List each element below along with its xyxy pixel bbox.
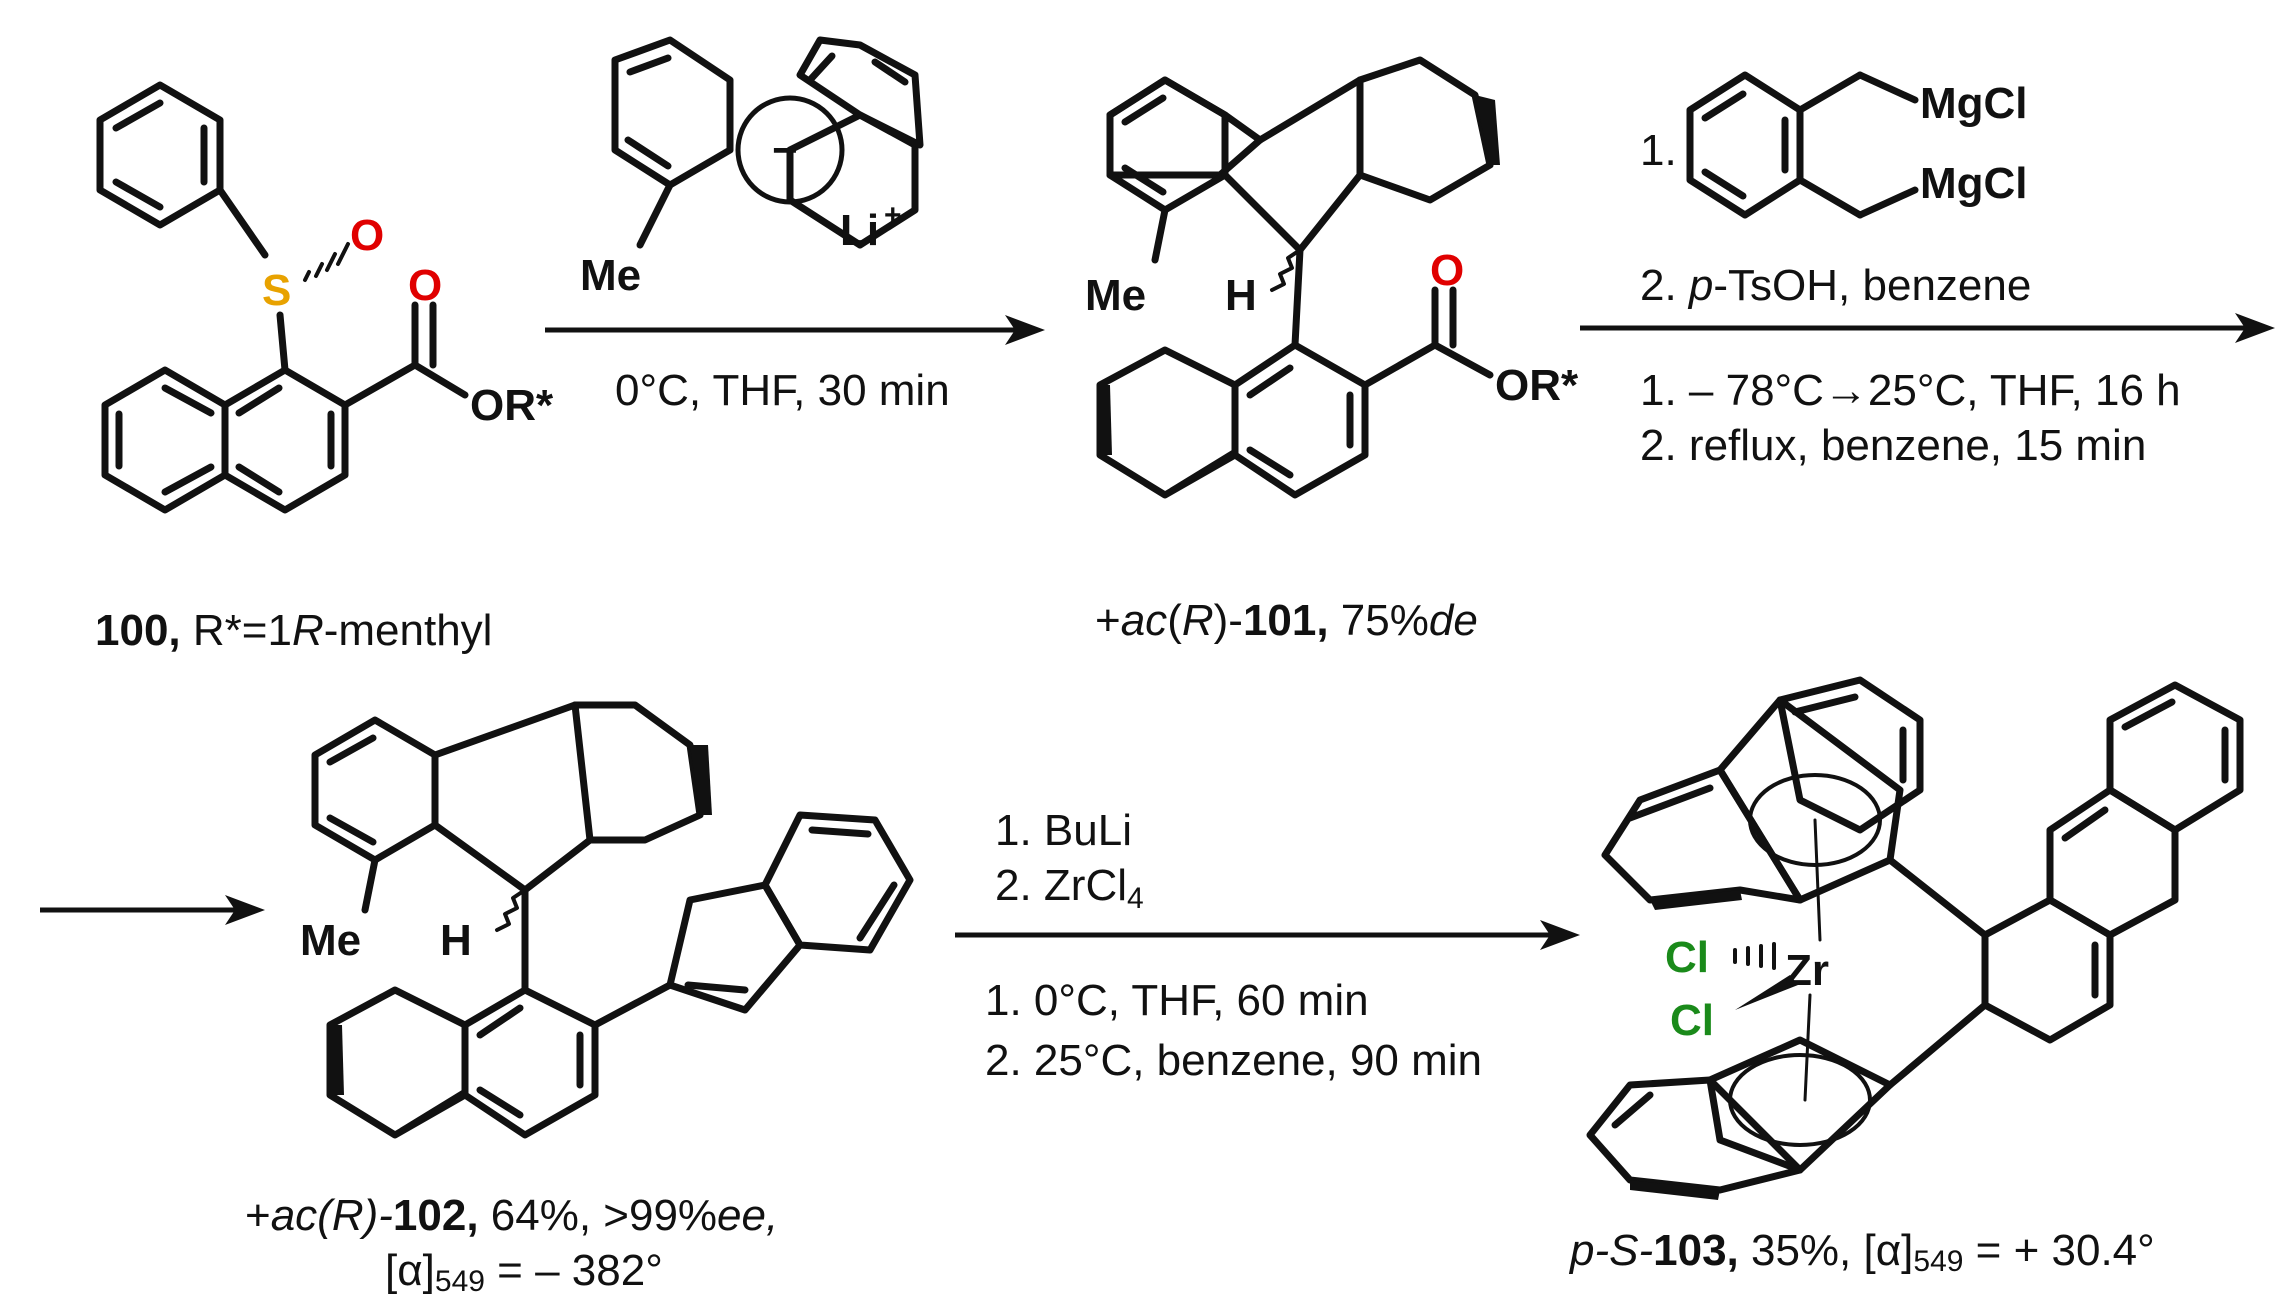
step2-condition-2: 2. reflux, benzene, 15 min (1640, 421, 2146, 470)
compound-101-label: +ac(R)-101, 75%de (1095, 596, 1478, 645)
step2-condition-1: 1. – 78°C→25°C, THF, 16 h (1640, 366, 2181, 415)
methyl-label-reagent: Me (580, 251, 641, 300)
compound-102-structure (311, 701, 914, 1139)
arrow-continuation (40, 895, 265, 925)
compound-102-label-line1: +ac(R)-102, 64%, >99%ee, (245, 1191, 778, 1240)
hydrogen-label-101: H (1225, 271, 1257, 320)
compound-102-label-line2: [α]549 = – 382° (385, 1246, 663, 1298)
chlorine-label-bottom: Cl (1670, 996, 1714, 1045)
atom-oxygen-sulfoxide: O (350, 211, 384, 260)
step3-condition-2: 2. 25°C, benzene, 90 min (985, 1036, 1482, 1085)
compound-103-label: p-S-103, 35%, [α]549 = + 30.4° (1568, 1226, 2155, 1278)
hydrogen-label-102: H (440, 916, 472, 965)
methyl-label-102: Me (300, 916, 361, 965)
mgcl-label-top: MgCl (1920, 79, 2028, 128)
sulfoxide-hashed-bond (303, 242, 350, 282)
fluorenyl-minus-charge: − (772, 126, 798, 175)
chlorine-hashed-bond (1733, 942, 1776, 970)
mgcl-label-bottom: MgCl (1920, 159, 2028, 208)
step3-condition-1: 1. 0°C, THF, 60 min (985, 976, 1369, 1025)
methylfluorenyl-lithium-structure (611, 36, 924, 249)
compound-100-label: 100, R*=1R-menthyl (95, 606, 492, 655)
atom-lithium: Li (840, 206, 879, 255)
ester-or-group: OR* (470, 381, 554, 430)
arrow-step-3 (955, 920, 1580, 950)
step1-condition: 0°C, THF, 30 min (615, 366, 950, 415)
step3-reagent-2: 2. ZrCl4 (995, 861, 1144, 915)
compound-101-structure (1096, 56, 1500, 499)
methyl-label-101: Me (1085, 271, 1146, 320)
compound-100-structure (96, 81, 469, 514)
arrow-step-2 (1580, 313, 2275, 343)
atom-sulfur: S (262, 266, 291, 315)
atom-oxygen-carbonyl: O (408, 261, 442, 310)
compound-103-structure (1586, 676, 2244, 1200)
step3-reagent-1: 1. BuLi (995, 806, 1132, 855)
arrow-step-1 (545, 315, 1045, 345)
zirconium-label: Zr (1785, 946, 1829, 995)
ester-or-group-101: OR* (1495, 361, 1579, 410)
chlorine-label-top: Cl (1665, 933, 1709, 982)
step2-reagent-2: 2. p-TsOH, benzene (1640, 261, 2031, 310)
step2-reagent-number-1: 1. (1640, 126, 1677, 175)
xylylene-grignard-structure (1686, 71, 1919, 219)
atom-oxygen-carbonyl-101: O (1430, 246, 1464, 295)
lithium-plus-charge: + (884, 199, 902, 232)
